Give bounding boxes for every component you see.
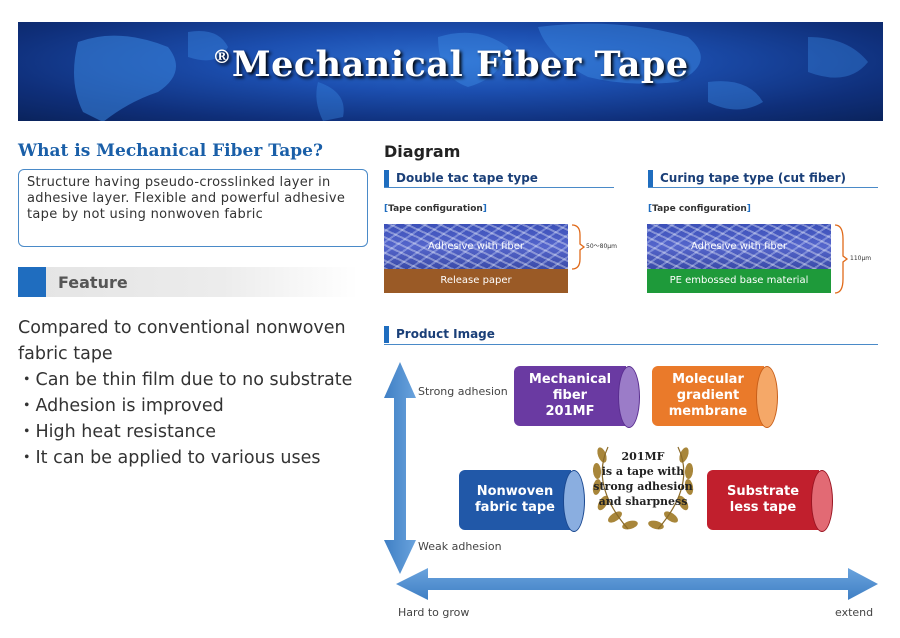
diagram-heading: Diagram bbox=[384, 142, 461, 161]
tape-config-label: [Tape configuration] bbox=[648, 204, 751, 214]
adhesive-fiber-layer: Adhesive with fiber bbox=[647, 224, 831, 269]
axis-label-extend: extend bbox=[835, 606, 874, 619]
feature-bullet: ・High heat resistance bbox=[18, 422, 217, 442]
registered-mark: ® bbox=[212, 46, 232, 68]
adhesive-fiber-layer: Adhesive with fiber bbox=[384, 224, 568, 269]
tape-config-label: [Tape configuration] bbox=[384, 204, 487, 214]
what-is-heading: What is Mechanical Fiber Tape? bbox=[18, 141, 323, 161]
axis-label-hard-to-grow: Hard to grow bbox=[398, 606, 470, 619]
page-title: ®Mechanical Fiber Tape bbox=[18, 44, 883, 85]
laurel-wreath-icon bbox=[592, 446, 694, 530]
feature-list: Compared to conventional nonwoven fabric… bbox=[18, 315, 363, 471]
banner-title-text: Mechanical Fiber Tape bbox=[231, 44, 689, 85]
definition-box: Structure having pseudo-crosslinked laye… bbox=[18, 169, 368, 247]
pe-base-layer: PE embossed base material bbox=[647, 269, 831, 293]
thickness-bracket-icon bbox=[834, 224, 849, 294]
header-banner: ®Mechanical Fiber Tape bbox=[18, 22, 883, 121]
feature-accent-block bbox=[18, 267, 46, 297]
feature-header: Feature bbox=[18, 267, 358, 297]
feature-bullet: ・It can be applied to various uses bbox=[18, 448, 321, 468]
wreath-caption: 201MF is a tape with strong adhesion and… bbox=[593, 450, 693, 508]
thickness-value: 50〜80μm bbox=[586, 243, 617, 250]
axis-label-weak-adhesion: Weak adhesion bbox=[418, 540, 502, 553]
thickness-value: 110μm bbox=[850, 255, 872, 262]
feature-bullet: ・Adhesion is improved bbox=[18, 396, 224, 416]
adhesion-axes bbox=[384, 362, 878, 600]
world-map-graphic bbox=[74, 23, 868, 121]
divider bbox=[384, 344, 878, 345]
vertical-axis-arrow bbox=[384, 362, 416, 574]
release-paper-layer: Release paper bbox=[384, 269, 568, 293]
curing-tape-heading: Curing tape type (cut fiber) bbox=[648, 170, 846, 187]
feature-intro: Compared to conventional nonwoven fabric… bbox=[18, 318, 346, 364]
divider bbox=[648, 187, 878, 188]
product-image-heading: Product Image bbox=[384, 326, 495, 343]
feature-label: Feature bbox=[58, 273, 128, 292]
thickness-bracket-icon bbox=[571, 224, 586, 270]
axis-label-strong-adhesion: Strong adhesion bbox=[418, 385, 508, 398]
horizontal-axis-arrow bbox=[396, 568, 878, 600]
feature-bullet: ・Can be thin film due to no substrate bbox=[18, 370, 353, 390]
double-tac-heading: Double tac tape type bbox=[384, 170, 538, 187]
divider bbox=[384, 187, 614, 188]
